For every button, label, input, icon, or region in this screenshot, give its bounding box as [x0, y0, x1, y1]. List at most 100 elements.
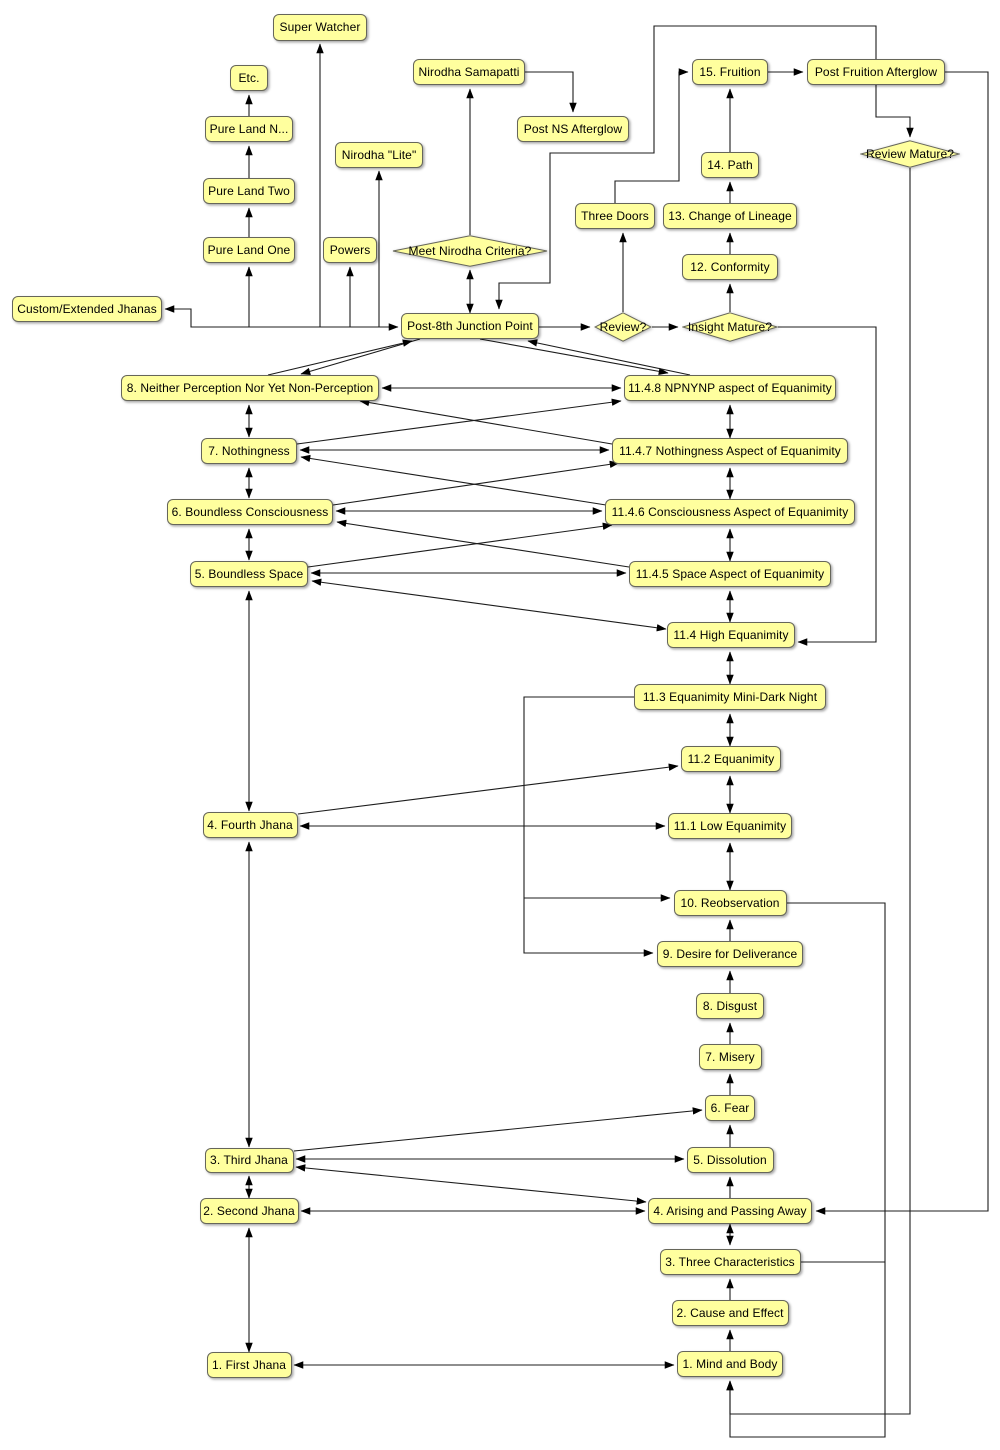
- node-third-jhana-3: 3. Third Jhana: [204, 1147, 294, 1173]
- node-label: 8. Disgust: [702, 999, 758, 1013]
- edge-post-fruition-loop-post8th: [495, 25, 877, 310]
- node-mini-dark-night-11-3: 11.3 Equanimity Mini-Dark Night: [634, 684, 826, 710]
- node-label: 3. Third Jhana: [210, 1153, 288, 1167]
- node-label: 1. Mind and Body: [682, 1357, 778, 1371]
- diamond-shape: [392, 235, 548, 267]
- node-label: 11.4.5 Space Aspect of Equanimity: [635, 567, 825, 581]
- node-label: 15. Fruition: [699, 65, 761, 79]
- node-label: Powers: [329, 243, 371, 257]
- node-aspect-11-4-7: 11.4.7 Nothingness Aspect of Equanimity: [612, 438, 848, 464]
- node-equanimity-11-2: 11.2 Equanimity: [681, 746, 781, 772]
- diamond-shape: [682, 312, 778, 342]
- node-label: 13. Change of Lineage: [668, 209, 792, 223]
- node-review: Review?: [594, 312, 652, 342]
- node-label: 11.1 Low Equanimity: [673, 819, 787, 833]
- node-label: 11.2 Equanimity: [687, 752, 775, 766]
- node-arising-passing-away-4: 4. Arising and Passing Away: [648, 1198, 812, 1224]
- node-three-doors: Three Doors: [575, 203, 655, 229]
- node-custom-extended-jhanas: Custom/Extended Jhanas: [12, 296, 162, 322]
- node-label: 7. Nothingness: [208, 444, 290, 458]
- edge-insight-mature-high-equanimity-loop: [778, 326, 877, 646]
- node-label: 4. Fourth Jhana: [207, 818, 293, 832]
- node-label: Pure Land N...: [209, 122, 289, 136]
- node-review-mature: Review Mature?: [860, 140, 960, 168]
- node-three-characteristics-3: 3. Three Characteristics: [659, 1249, 801, 1275]
- node-label: Meet Nirodha Criteria?: [408, 244, 532, 258]
- node-super-watcher: Super Watcher: [273, 13, 367, 41]
- node-label: 5. Boundless Space: [194, 567, 304, 581]
- node-label: Post Fruition Afterglow: [814, 65, 938, 79]
- node-post-8th-junction-point: Post-8th Junction Point: [401, 313, 539, 339]
- node-mind-and-body-1: 1. Mind and Body: [677, 1351, 783, 1377]
- node-label: Review?: [599, 320, 647, 334]
- edge-d-aspect1146-nothingness: [300, 454, 607, 506]
- node-label: Nirodha Samapatti: [418, 65, 520, 79]
- edge-d-aspect1145-consciousness: [336, 519, 630, 568]
- node-aspect-11-4-8: 11.4.8 NPNYNP aspect of Equanimity: [624, 375, 836, 401]
- node-label: 8. Neither Perception Nor Yet Non-Percep…: [126, 381, 374, 395]
- node-label: 6. Fear: [710, 1101, 750, 1115]
- node-meet-nirodha-criteria: Meet Nirodha Criteria?: [392, 235, 548, 267]
- diamond-shape: [594, 312, 652, 342]
- edge-bus-post8th-custom-jhanas: [164, 305, 399, 331]
- node-label: Etc.: [238, 71, 260, 85]
- edge-d-third-jhana-arising-passing: [295, 1164, 647, 1205]
- edge-reobservation-mind-body-loop: [726, 902, 886, 1438]
- node-label: 11.3 Equanimity Mini-Dark Night: [642, 690, 818, 704]
- node-cause-and-effect-2: 2. Cause and Effect: [671, 1300, 789, 1326]
- edge-d-fourth-jhana-equanimity112: [297, 763, 679, 815]
- edge-d-space-aspect1146: [307, 522, 613, 568]
- node-label: 11.4.6 Consciousness Aspect of Equanimit…: [611, 505, 849, 519]
- node-label: 2. Cause and Effect: [676, 1306, 784, 1320]
- node-pure-land-two: Pure Land Two: [203, 178, 295, 204]
- edge-d-nothingness-aspect1148: [296, 398, 622, 445]
- node-post-ns-afterglow: Post NS Afterglow: [517, 116, 629, 142]
- node-label: 12. Conformity: [690, 260, 770, 274]
- node-pure-land-n: Pure Land N...: [205, 116, 293, 142]
- edge-aspect1148-post8th: [527, 339, 691, 376]
- node-label: 10. Reobservation: [680, 896, 780, 910]
- node-label: Post NS Afterglow: [523, 122, 623, 136]
- node-aspect-11-4-6: 11.4.6 Consciousness Aspect of Equanimit…: [605, 499, 855, 525]
- edge-post-fruition-review-mature: [875, 85, 914, 138]
- node-label: Three Doors: [581, 209, 649, 223]
- node-boundless-space-5: 5. Boundless Space: [190, 561, 308, 587]
- node-nothingness-7: 7. Nothingness: [201, 438, 297, 464]
- node-label: 11.4.7 Nothingness Aspect of Equanimity: [619, 444, 841, 458]
- node-label: Insight Mature?: [687, 320, 773, 334]
- node-aspect-11-4-5: 11.4.5 Space Aspect of Equanimity: [629, 561, 831, 587]
- edge-d-third-jhana-fear: [293, 1107, 703, 1152]
- node-label: 14. Path: [707, 158, 753, 172]
- node-first-jhana-1: 1. First Jhana: [206, 1352, 292, 1378]
- node-post-fruition-afterglow: Post Fruition Afterglow: [807, 59, 945, 85]
- edge-post8th-aspect1148: [479, 338, 669, 376]
- edge-three-doors-fruition: [614, 68, 689, 203]
- node-boundless-consciousness-6: 6. Boundless Consciousness: [167, 499, 333, 525]
- diamond-shape: [860, 140, 960, 168]
- node-label: 11.4 High Equanimity: [673, 628, 789, 642]
- node-powers: Powers: [323, 237, 377, 263]
- edge-npnynp-post8th: [267, 339, 413, 376]
- node-label: Nirodha "Lite": [341, 148, 417, 162]
- node-change-of-lineage-13: 13. Change of Lineage: [663, 203, 797, 229]
- node-dissolution-5: 5. Dissolution: [686, 1147, 774, 1173]
- node-label: 4. Arising and Passing Away: [653, 1204, 807, 1218]
- edge-ns-post-ns-afterglow: [525, 71, 577, 113]
- edge-post8th-npnynp: [300, 338, 421, 375]
- node-second-jhana-2: 2. Second Jhana: [199, 1198, 299, 1224]
- node-label: Post-8th Junction Point: [407, 319, 533, 333]
- node-high-equanimity-11-4: 11.4 High Equanimity: [667, 622, 795, 648]
- node-label: 11.4.8 NPNYNP aspect of Equanimity: [628, 381, 832, 395]
- node-label: 7. Misery: [705, 1050, 755, 1064]
- edge-post-fruition-arising-passing-loop: [815, 71, 989, 1215]
- node-label: Custom/Extended Jhanas: [17, 302, 157, 316]
- node-label: Pure Land One: [207, 243, 291, 257]
- node-label: 2. Second Jhana: [203, 1204, 295, 1218]
- edge-d-aspect1147-npnynp: [359, 398, 613, 445]
- node-misery-7: 7. Misery: [698, 1044, 762, 1070]
- node-label: 6. Boundless Consciousness: [171, 505, 329, 519]
- node-label: Review Mature?: [865, 147, 955, 161]
- node-conformity-12: 12. Conformity: [682, 254, 778, 280]
